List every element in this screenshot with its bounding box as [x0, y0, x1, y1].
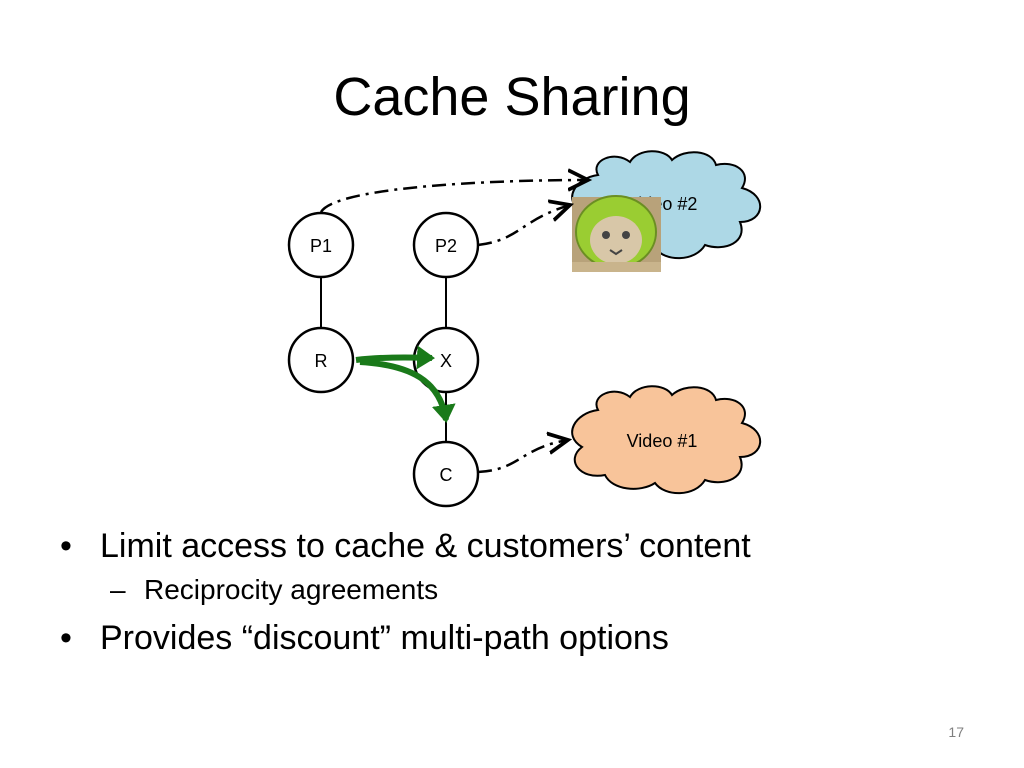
bullet-dot: •: [60, 619, 72, 657]
video1-label: Video #1: [627, 431, 698, 451]
node-c-label: C: [440, 465, 453, 485]
bullet-item: • Limit access to cache & customers’ con…: [60, 522, 960, 570]
page-number: 17: [948, 724, 964, 740]
sub-bullet-text: Reciprocity agreements: [144, 574, 439, 605]
arrow-p2-video2: [477, 205, 570, 247]
sub-bullet-item: – Reciprocity agreements: [60, 570, 960, 610]
node-p1-label: P1: [310, 236, 332, 256]
node-p2-label: P2: [435, 236, 457, 256]
arrow-c-video1: [477, 440, 568, 474]
video1-cloud: [571, 385, 762, 495]
arrow-p1-video2: [319, 180, 588, 213]
node-x-label: X: [440, 351, 452, 371]
sub-bullet-dash: –: [110, 574, 126, 605]
node-r: [287, 326, 355, 394]
bullet-dot: •: [60, 527, 72, 565]
node-r-label: R: [315, 351, 328, 371]
cat-image: [572, 195, 661, 272]
green-arrow-r-c: [359, 359, 456, 423]
bullet-text: Limit access to cache & customers’ conte…: [100, 527, 751, 565]
node-p1: [287, 211, 355, 279]
bullet-list: • Limit access to cache & customers’ con…: [60, 522, 960, 662]
slide-title: Cache Sharing: [333, 67, 691, 127]
bullet-text: Provides “discount” multi-path options: [100, 619, 669, 657]
bullet-item: • Provides “discount” multi-path options: [60, 614, 960, 662]
node-c: [412, 440, 480, 508]
node-p2: [412, 211, 480, 279]
